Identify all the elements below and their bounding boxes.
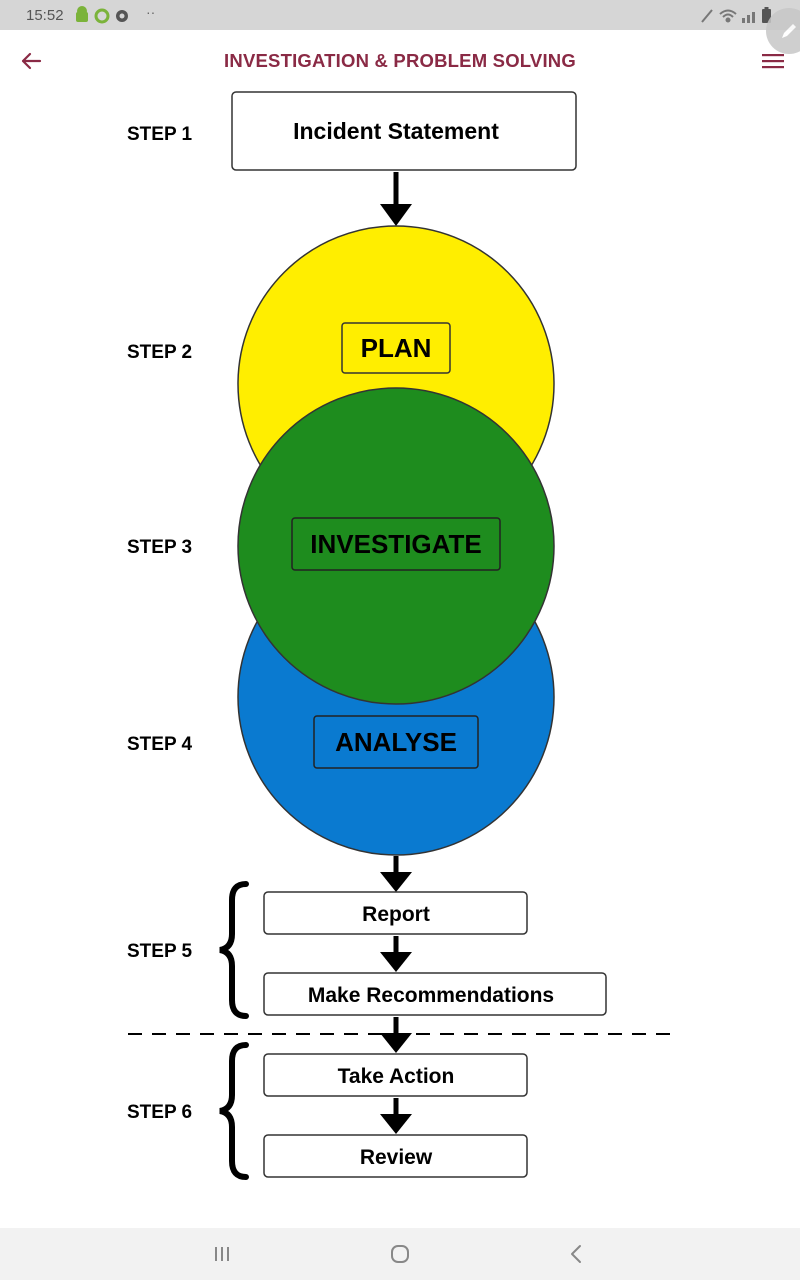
step4-label: STEP 4 (127, 734, 193, 755)
review-box (263, 1134, 528, 1178)
step3-label: STEP 3 (127, 537, 192, 558)
make-recommendations-box (263, 972, 607, 1016)
system-nav-bar (0, 1228, 800, 1280)
step5-brace (219, 881, 249, 1019)
wifi-icon (719, 9, 737, 23)
step5-label: STEP 5 (127, 941, 193, 962)
edit-floating-button[interactable] (766, 8, 800, 54)
pen-icon (701, 9, 713, 23)
step6-brace (219, 1042, 249, 1180)
review-text: Review (360, 1146, 433, 1169)
sync-icon (116, 10, 128, 22)
home-icon (391, 1245, 409, 1263)
plan-label: PLAN (361, 333, 432, 363)
arrow-3 (380, 936, 412, 972)
gear-notification-icon (94, 8, 110, 24)
report-text: Report (362, 903, 430, 926)
investigate-label-box (291, 517, 501, 571)
incident-statement-text: Incident Statement (293, 118, 499, 144)
signal-icon (742, 12, 755, 23)
page-title: INVESTIGATION & PROBLEM SOLVING (224, 50, 576, 71)
analyse-label-box (313, 715, 479, 769)
status-left-icons: ·· (74, 4, 156, 29)
investigate-label: INVESTIGATE (310, 529, 481, 559)
system-back-button[interactable] (556, 1238, 596, 1270)
arrow-5 (380, 1098, 412, 1134)
make-recommendations-text: Make Recommendations (308, 984, 554, 1007)
analyse-label: ANALYSE (335, 727, 457, 757)
arrow-2 (380, 856, 412, 892)
arrow-left-icon (21, 52, 42, 70)
status-bar: 15:52 ·· (0, 0, 800, 30)
app-bar: INVESTIGATION & PROBLEM SOLVING (0, 30, 800, 92)
step2-label: STEP 2 (127, 342, 192, 363)
status-more-dots: ·· (146, 4, 156, 20)
pencil-icon (782, 24, 796, 38)
recent-apps-icon (215, 1247, 229, 1261)
menu-button[interactable] (756, 46, 790, 76)
report-box (263, 891, 528, 935)
take-action-box (263, 1053, 528, 1097)
plan-label-box (341, 322, 451, 374)
incident-statement-box (231, 91, 577, 171)
back-icon (571, 1245, 581, 1263)
take-action-text: Take Action (338, 1065, 455, 1088)
android-icon (76, 6, 88, 22)
step1-label: STEP 1 (127, 124, 193, 145)
hamburger-menu-icon (762, 54, 784, 69)
status-time: 15:52 (26, 7, 64, 24)
recent-apps-button[interactable] (202, 1238, 242, 1270)
process-diagram: STEP 1 STEP 2 STEP 3 STEP 4 STEP 5 STEP … (127, 91, 676, 1180)
investigate-circle (237, 387, 555, 705)
back-button[interactable] (16, 46, 46, 76)
home-button[interactable] (380, 1238, 420, 1270)
arrow-1 (380, 172, 412, 226)
step6-label: STEP 6 (127, 1102, 192, 1123)
arrow-4 (380, 1017, 412, 1053)
